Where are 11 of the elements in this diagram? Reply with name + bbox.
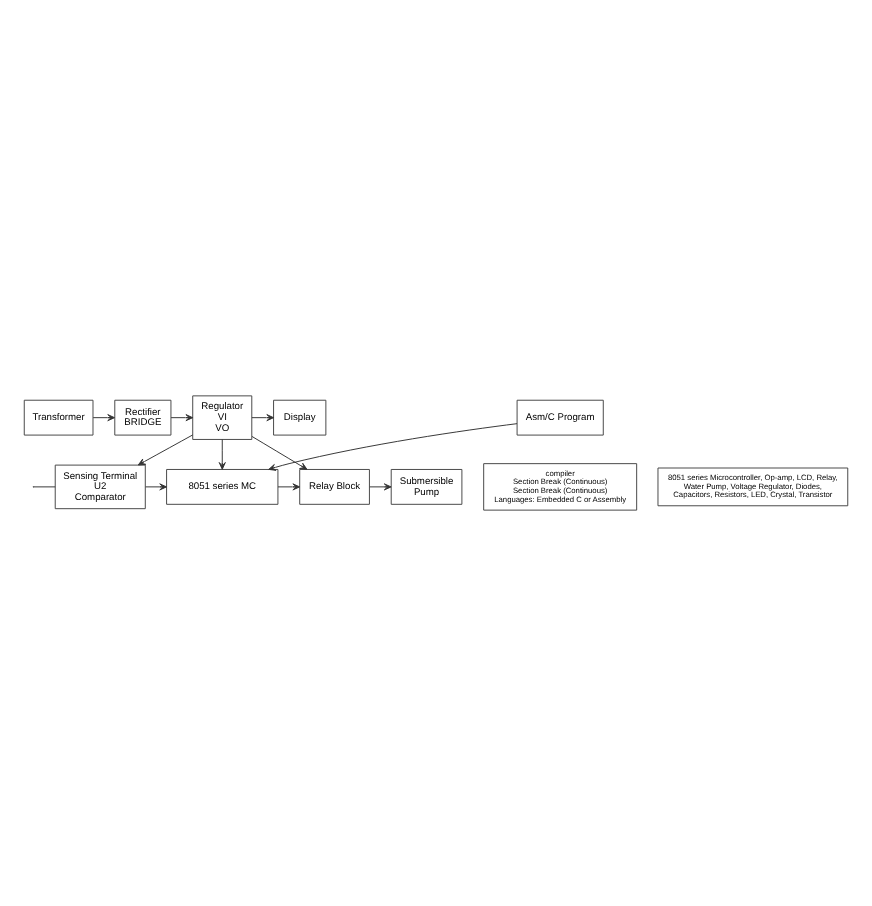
arrow (145, 483, 167, 491)
arrow (251, 414, 275, 422)
arrow (218, 439, 226, 470)
arrow (92, 414, 115, 422)
arrow (369, 483, 392, 491)
arrow (251, 436, 308, 470)
arrow (268, 423, 518, 471)
connector (33, 486, 56, 488)
arrow (170, 414, 194, 422)
arrow (277, 483, 301, 491)
arrow (137, 434, 194, 466)
